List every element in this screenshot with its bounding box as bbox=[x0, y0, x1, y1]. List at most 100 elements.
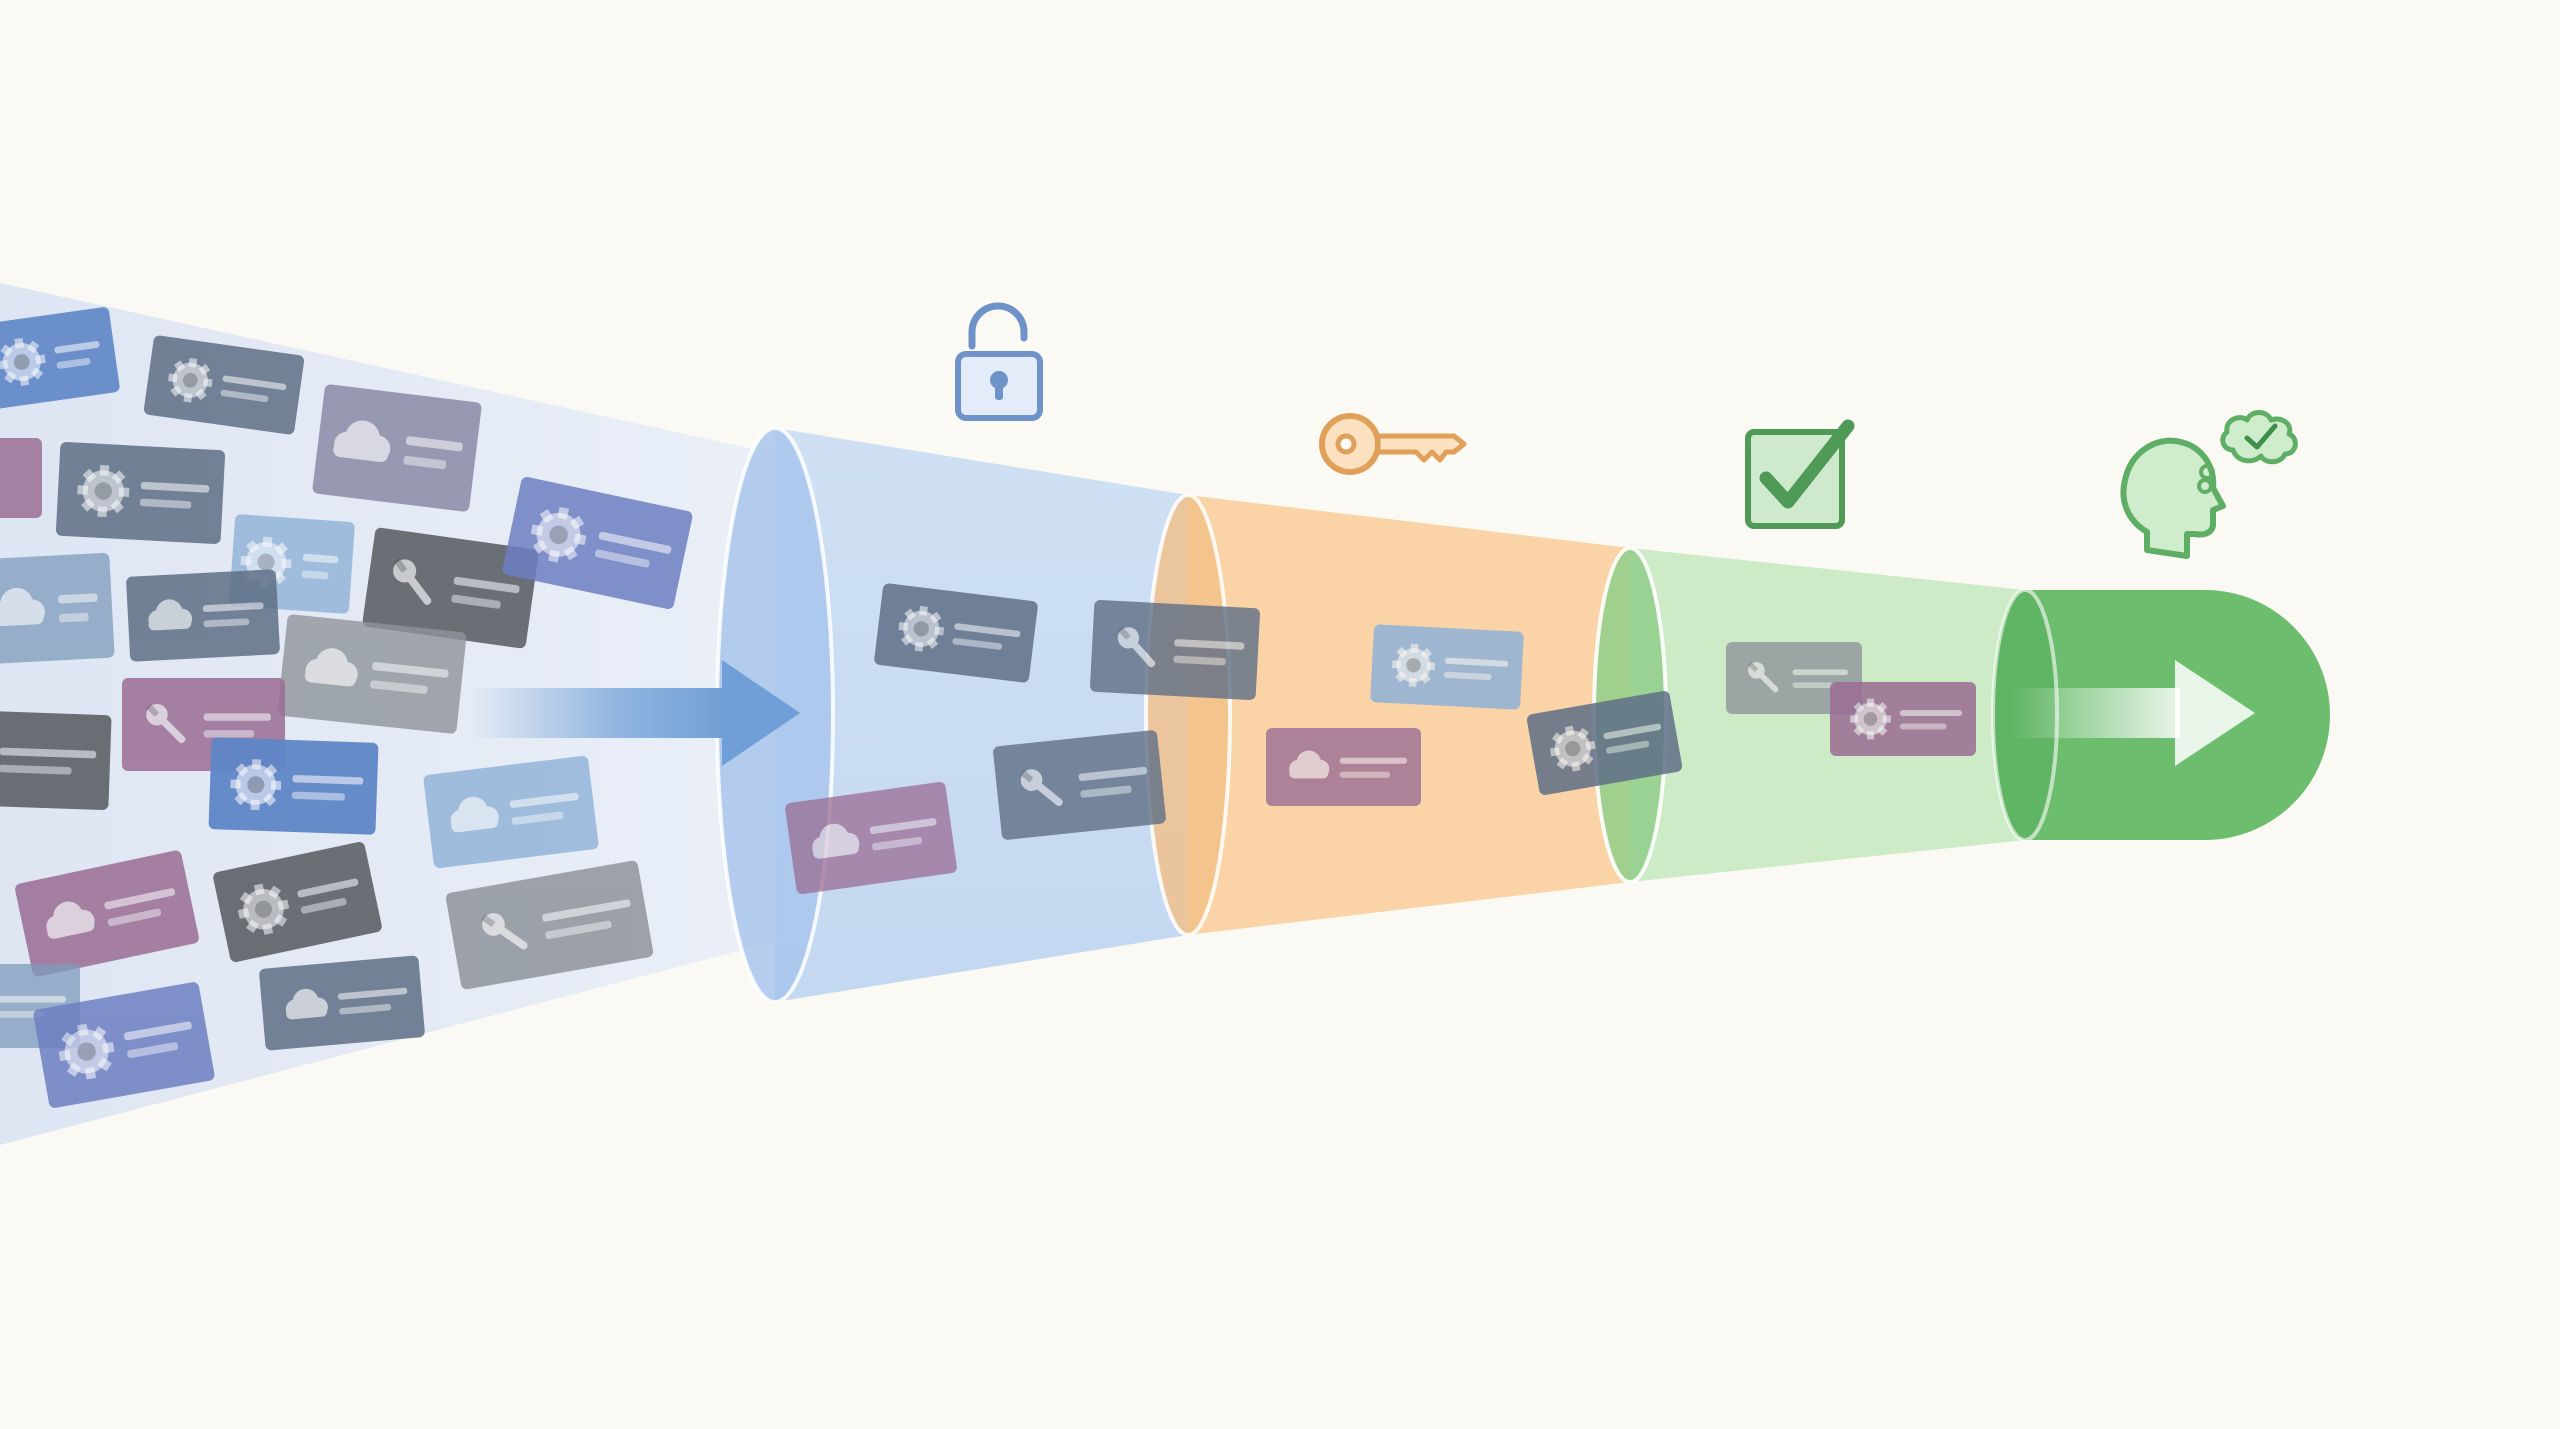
output-arrow bbox=[2010, 660, 2255, 766]
card-text-line bbox=[1078, 766, 1147, 781]
card-text-line bbox=[302, 553, 339, 564]
stage-4-output-capsule bbox=[1991, 588, 2330, 842]
data-card bbox=[213, 842, 382, 962]
data-card bbox=[15, 850, 199, 977]
data-card bbox=[445, 860, 654, 990]
card-text-line bbox=[202, 602, 264, 612]
data-card bbox=[1526, 690, 1683, 796]
wrench-icon bbox=[393, 558, 432, 605]
card-text-line bbox=[595, 549, 650, 568]
data-card bbox=[143, 335, 305, 435]
card-text-line bbox=[872, 836, 923, 851]
wrench-icon bbox=[1117, 626, 1156, 668]
wrench-icon bbox=[146, 703, 186, 744]
card-text-line bbox=[954, 623, 1021, 638]
data-card bbox=[312, 384, 482, 512]
card-text-line bbox=[403, 455, 447, 470]
data-card bbox=[1090, 600, 1260, 700]
data-card bbox=[1266, 728, 1421, 806]
card-text-line bbox=[222, 375, 287, 391]
card-text-line bbox=[203, 730, 255, 738]
card-text-line bbox=[297, 878, 359, 898]
data-card bbox=[502, 477, 693, 609]
card-text-line bbox=[1792, 682, 1835, 689]
gear-icon bbox=[77, 464, 130, 518]
card-text-line bbox=[598, 531, 672, 554]
card-text-line bbox=[453, 576, 520, 594]
data-card bbox=[423, 755, 599, 869]
data-card bbox=[1370, 624, 1524, 710]
data-card bbox=[259, 955, 425, 1051]
data-card bbox=[993, 730, 1166, 840]
card-text-line bbox=[203, 618, 250, 628]
gear-icon bbox=[898, 605, 945, 652]
unlock-icon bbox=[955, 302, 1043, 421]
card-text-line bbox=[1899, 723, 1947, 730]
cloud-icon bbox=[304, 648, 358, 687]
wrench-icon bbox=[481, 913, 528, 950]
card-text-line bbox=[370, 680, 428, 694]
data-card bbox=[0, 552, 115, 665]
gear-icon bbox=[1850, 698, 1891, 740]
wrench-icon bbox=[1020, 769, 1063, 807]
card-text-line bbox=[1792, 669, 1848, 676]
card-text-line bbox=[1339, 771, 1391, 778]
gear-icon bbox=[237, 883, 290, 935]
card-text-line bbox=[869, 818, 937, 834]
card-text-line bbox=[405, 436, 463, 452]
card-text-line bbox=[220, 389, 269, 403]
card-text-line bbox=[1899, 710, 1962, 717]
card-text-line bbox=[291, 791, 345, 801]
cloud-icon bbox=[285, 988, 328, 1020]
card-text-line bbox=[509, 792, 579, 808]
gear-icon bbox=[58, 1023, 115, 1080]
data-card bbox=[126, 569, 280, 662]
card-text-line bbox=[1444, 657, 1509, 667]
card-text-line bbox=[0, 764, 72, 775]
data-card bbox=[33, 982, 215, 1108]
data-card bbox=[0, 710, 112, 811]
data-card bbox=[277, 614, 467, 734]
card-text-line bbox=[372, 662, 449, 678]
card-text-line bbox=[59, 612, 89, 623]
cloud-icon bbox=[148, 599, 193, 631]
card-text-line bbox=[339, 1003, 392, 1015]
card-text-line bbox=[542, 899, 631, 922]
wrench-icon bbox=[1748, 662, 1779, 693]
gear-icon bbox=[230, 759, 282, 811]
card-text-line bbox=[1443, 671, 1492, 681]
gear-icon bbox=[530, 506, 587, 563]
card-text-line bbox=[58, 593, 98, 604]
card-text-line bbox=[127, 1042, 179, 1059]
card-text-line bbox=[0, 747, 97, 759]
gear-icon bbox=[168, 357, 213, 403]
card-text-line bbox=[300, 897, 347, 914]
cloud-icon bbox=[450, 796, 499, 833]
cloud-icon bbox=[0, 587, 45, 627]
card-text-line bbox=[203, 713, 271, 721]
data-cards-layer bbox=[0, 307, 1976, 1108]
data-card bbox=[0, 307, 120, 409]
card-text-line bbox=[301, 570, 329, 580]
data-card bbox=[55, 442, 226, 544]
data-card bbox=[362, 527, 539, 649]
cloud-icon bbox=[333, 420, 391, 463]
head-thought-check-icon bbox=[2120, 410, 2298, 559]
card-text-line bbox=[545, 920, 612, 940]
card-text-line bbox=[139, 498, 192, 509]
card-text-line bbox=[123, 1021, 192, 1041]
cloud-icon bbox=[1289, 750, 1330, 779]
card-text-line bbox=[1339, 757, 1407, 764]
card-text-line bbox=[54, 341, 100, 354]
data-card bbox=[1830, 682, 1976, 756]
card-text-line bbox=[1080, 785, 1132, 798]
card-text-line bbox=[952, 637, 1003, 650]
data-card bbox=[1726, 642, 1862, 714]
input-arrow bbox=[470, 660, 800, 766]
checkbox-check-icon bbox=[1745, 419, 1855, 529]
cloud-icon bbox=[46, 901, 95, 939]
card-text-line bbox=[104, 888, 176, 910]
card-text-line bbox=[0, 995, 66, 1003]
gear-icon bbox=[1391, 643, 1436, 687]
